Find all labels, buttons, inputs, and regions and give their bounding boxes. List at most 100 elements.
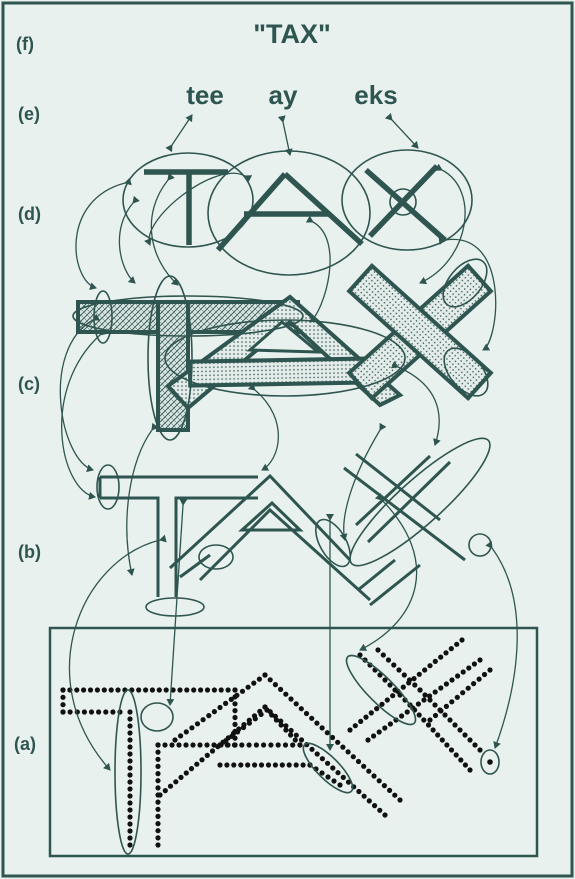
letter-dot xyxy=(465,685,471,691)
level-label-c: (c) xyxy=(18,374,40,394)
letter-dot xyxy=(283,727,289,733)
letter-dot xyxy=(466,665,472,671)
letter-dot xyxy=(261,742,267,748)
dot-level-a-frame xyxy=(48,626,539,858)
letter-dot xyxy=(204,752,210,759)
letter-dot xyxy=(127,744,133,750)
connection-arrows xyxy=(59,112,518,771)
letter-dot xyxy=(264,707,270,713)
letter-level-d xyxy=(122,149,473,276)
letter-dot xyxy=(282,742,289,748)
letter-dot xyxy=(155,813,161,820)
level-label-d: (d) xyxy=(18,204,41,224)
letter-dot xyxy=(206,713,212,719)
letter-dot xyxy=(438,708,444,714)
letter-dot xyxy=(324,730,330,736)
letter-dot xyxy=(347,727,353,733)
letter-dot xyxy=(183,742,189,748)
letter-dot xyxy=(204,687,211,693)
letter-dot xyxy=(314,720,320,726)
letter-dot xyxy=(240,724,247,731)
letter-dot xyxy=(162,788,168,794)
letter-dot xyxy=(293,701,299,707)
letter-dot xyxy=(173,779,179,785)
level-label-a: (a) xyxy=(14,734,36,754)
letter-dot xyxy=(432,689,438,695)
letter-dot xyxy=(309,746,315,752)
letter-dot xyxy=(335,770,341,776)
letter-dot xyxy=(454,641,460,647)
letter-dot xyxy=(149,687,155,693)
letter-dot xyxy=(401,672,407,678)
letter-dot xyxy=(231,762,237,768)
level-label-f: (f) xyxy=(16,34,34,54)
letter-dot xyxy=(155,806,161,812)
letter-dot xyxy=(422,692,428,698)
letter-dot xyxy=(416,671,422,677)
letter-dot xyxy=(278,686,284,693)
letter-dot xyxy=(127,709,133,715)
letter-dot xyxy=(325,774,331,780)
letter-dot xyxy=(199,757,205,763)
letter-dot xyxy=(190,742,196,748)
letter-dot xyxy=(292,737,298,743)
letter-dot xyxy=(155,821,161,827)
letter-dot xyxy=(283,691,289,697)
letter-dot xyxy=(127,730,133,736)
letter-dot xyxy=(314,751,320,757)
dot-level-a-ellipses xyxy=(114,654,500,855)
letter-dot xyxy=(345,749,351,755)
letter-dot xyxy=(279,762,285,768)
letter-dot xyxy=(319,725,325,731)
letter-dot xyxy=(167,783,174,789)
letter-dot xyxy=(421,697,427,703)
letter-dot xyxy=(127,835,133,841)
level-label-b: (b) xyxy=(18,542,41,562)
letter-dot xyxy=(177,687,183,693)
letter-dot xyxy=(396,667,402,673)
letter-dot xyxy=(453,752,459,758)
letter-dot xyxy=(387,787,393,794)
letter-dot xyxy=(143,687,149,693)
letter-dot xyxy=(361,763,367,769)
letter-dot xyxy=(74,687,80,693)
letter-dot xyxy=(330,765,336,771)
letter-dot xyxy=(127,737,133,743)
letter-dot xyxy=(430,727,436,733)
letter-dot xyxy=(319,756,325,762)
letter-dot xyxy=(262,672,268,678)
letter-dot xyxy=(411,676,417,682)
letter-dot xyxy=(412,682,418,688)
letter-dot xyxy=(101,687,107,693)
letter-dot xyxy=(156,687,162,693)
letter-dot xyxy=(444,742,450,748)
letter-dot xyxy=(331,778,337,784)
letter-dot xyxy=(477,657,483,663)
letter-dot xyxy=(357,652,363,658)
letter-dot xyxy=(448,646,454,652)
letter-dot xyxy=(387,721,393,727)
stroke-level-c xyxy=(72,258,494,441)
letter-dot xyxy=(372,803,378,809)
letter-dot xyxy=(232,714,238,721)
phoneme-tee: tee xyxy=(186,80,224,110)
letter-dot xyxy=(283,723,289,729)
letter-dot xyxy=(355,758,362,765)
letter-dot xyxy=(432,712,439,719)
letter-dot xyxy=(81,709,87,715)
letter-dot xyxy=(258,711,264,718)
letter-dot xyxy=(462,762,468,768)
letter-dot xyxy=(256,676,262,682)
letter-dot xyxy=(272,762,278,768)
letter-dot xyxy=(293,762,299,768)
letter-dot xyxy=(365,737,371,743)
letter-dot xyxy=(376,729,382,735)
letter-dot xyxy=(438,654,444,660)
letter-dot xyxy=(162,742,168,748)
letter-dot xyxy=(288,732,294,738)
letter-dot xyxy=(298,737,305,743)
letter-dot xyxy=(487,667,493,673)
letter-dot xyxy=(127,751,133,757)
letter-dot xyxy=(397,797,403,803)
